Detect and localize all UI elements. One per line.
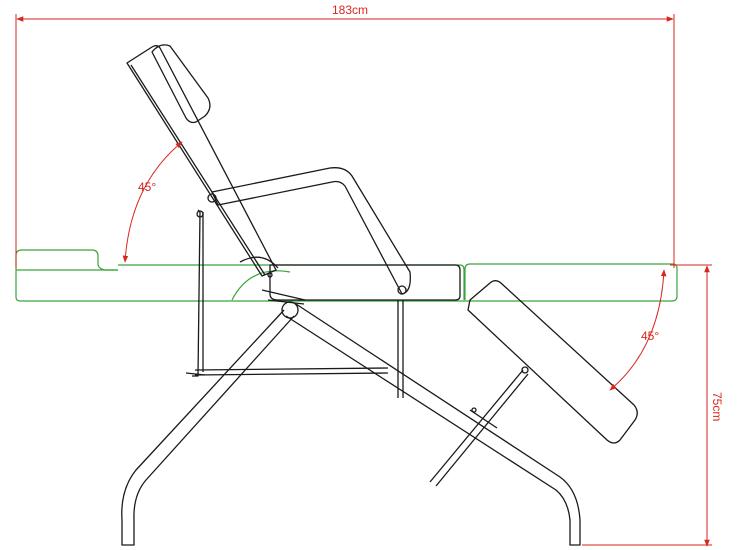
length-label: 183cm	[332, 3, 368, 17]
height-label: 75cm	[710, 392, 724, 421]
flat-position-outline	[15, 249, 678, 302]
backrest-angle-arc	[122, 141, 183, 263]
legrest-angle-label: 45°	[641, 329, 659, 343]
chair-outline	[121, 44, 638, 546]
backrest-angle-label: 45°	[138, 180, 156, 194]
dimension-lines	[15, 14, 712, 547]
legrest-angle-arc	[609, 269, 667, 391]
